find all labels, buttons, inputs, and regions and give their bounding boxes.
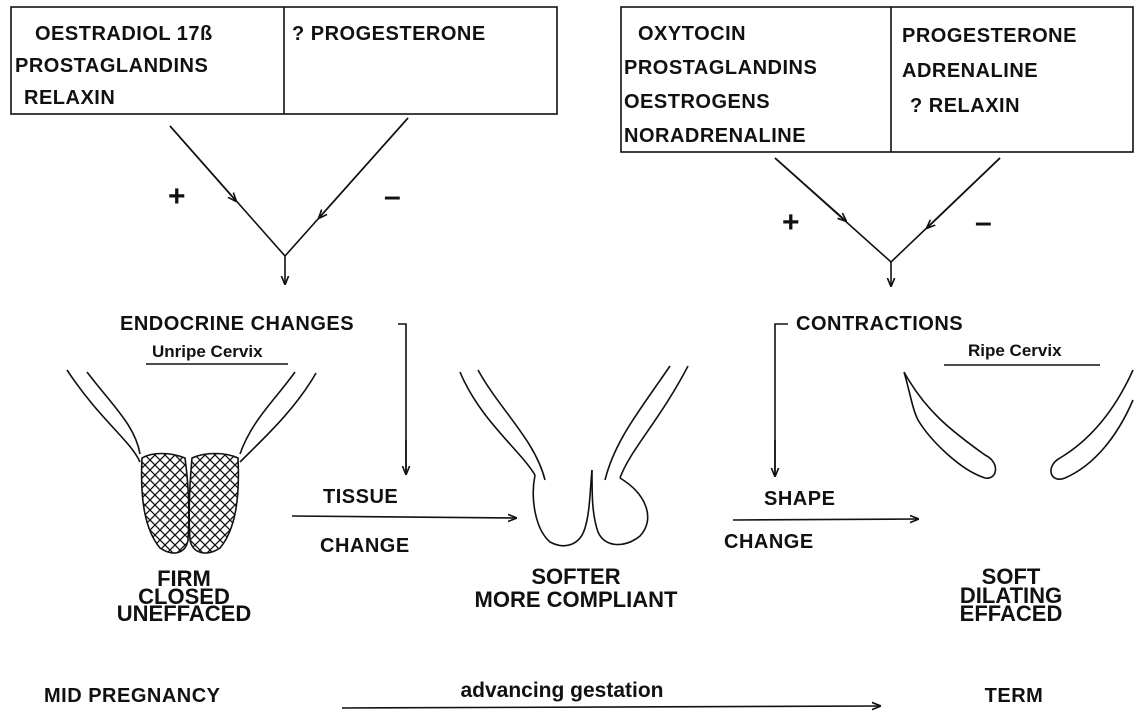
tissue-change-label: CHANGE	[320, 535, 410, 557]
right-stimulator-4: NORADRENALINE	[624, 125, 806, 147]
unripe-cervix-label: Unripe Cervix	[152, 342, 263, 361]
contractions-label: CONTRACTIONS	[796, 313, 963, 335]
left-hormone-box: OESTRADIOL 17ß PROSTAGLANDINS RELAXIN ? …	[11, 7, 557, 114]
right-inhibitor-1: PROGESTERONE	[902, 25, 1077, 47]
term-label: TERM	[985, 685, 1044, 707]
endocrine-to-tissue-arrow	[398, 324, 406, 474]
right-convergence-arrows	[775, 158, 1000, 286]
ripe-state-3: EFFACED	[960, 601, 1063, 626]
advancing-gestation-label: advancing gestation	[460, 679, 663, 702]
shape-label: SHAPE	[764, 488, 835, 510]
right-inhibitor-3: ? RELAXIN	[910, 95, 1020, 117]
right-hormone-box: OXYTOCIN PROSTAGLANDINS OESTROGENS NORAD…	[621, 7, 1133, 152]
ripe-cervix-label: Ripe Cervix	[968, 341, 1062, 360]
ripe-cervix-drawing	[904, 370, 1133, 479]
mid-pregnancy-label: MID PREGNANCY	[44, 685, 221, 707]
tissue-change-arrow	[292, 516, 516, 518]
gestation-arrow	[342, 706, 880, 708]
left-minus-sign: –	[384, 180, 401, 213]
middle-state-1: SOFTER	[531, 564, 620, 589]
left-inhibitor-1: ? PROGESTERONE	[292, 23, 486, 45]
right-stimulator-3: OESTROGENS	[624, 91, 770, 113]
unripe-cervix-drawing	[67, 370, 316, 553]
middle-state-2: MORE COMPLIANT	[475, 587, 678, 612]
unripe-state-3: UNEFFACED	[117, 601, 251, 626]
left-stimulator-2: PROSTAGLANDINS	[15, 55, 208, 77]
endocrine-changes-label: ENDOCRINE CHANGES	[120, 313, 354, 335]
right-stimulator-1: OXYTOCIN	[638, 23, 746, 45]
left-stimulator-3: RELAXIN	[24, 87, 115, 109]
shape-change-arrow	[733, 519, 918, 520]
left-convergence-arrows	[170, 118, 408, 284]
right-stimulator-2: PROSTAGLANDINS	[624, 57, 817, 79]
shape-change-label: CHANGE	[724, 531, 814, 553]
softer-cervix-drawing	[460, 366, 688, 546]
right-minus-sign: –	[975, 206, 992, 239]
right-inhibitor-2: ADRENALINE	[902, 60, 1038, 82]
contractions-to-shape-arrow	[775, 324, 788, 476]
left-stimulator-1: OESTRADIOL 17ß	[35, 23, 213, 45]
right-plus-sign: +	[782, 206, 800, 239]
left-plus-sign: +	[168, 180, 186, 213]
tissue-label: TISSUE	[323, 486, 398, 508]
